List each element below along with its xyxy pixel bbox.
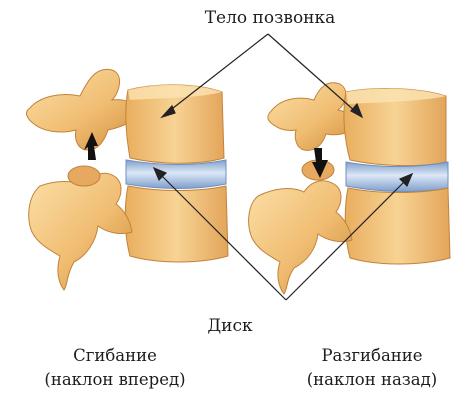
right-lower-posterior-processes	[249, 181, 352, 294]
right-intervertebral-disc	[346, 162, 448, 192]
extension-caption: Разгибание (наклон назад)	[282, 344, 462, 392]
vertebral-body-label: Тело позвонка	[170, 8, 370, 28]
left-vertebra-pair	[27, 69, 228, 290]
flexion-caption-subtitle: (наклон вперед)	[25, 368, 205, 392]
extension-caption-subtitle: (наклон назад)	[282, 368, 462, 392]
right-vertebra-pair	[249, 83, 450, 294]
right-lower-vertebral-body	[345, 188, 450, 264]
flexion-caption: Сгибание (наклон вперед)	[25, 344, 205, 392]
flexion-caption-title: Сгибание	[25, 344, 205, 368]
extension-caption-title: Разгибание	[282, 344, 462, 368]
left-lower-posterior-processes	[29, 173, 132, 290]
left-lower-vertebral-body	[125, 186, 228, 262]
disc-label: Диск	[180, 316, 280, 336]
left-intervertebral-disc	[126, 160, 226, 189]
left-upper-posterior-processes	[27, 69, 142, 150]
